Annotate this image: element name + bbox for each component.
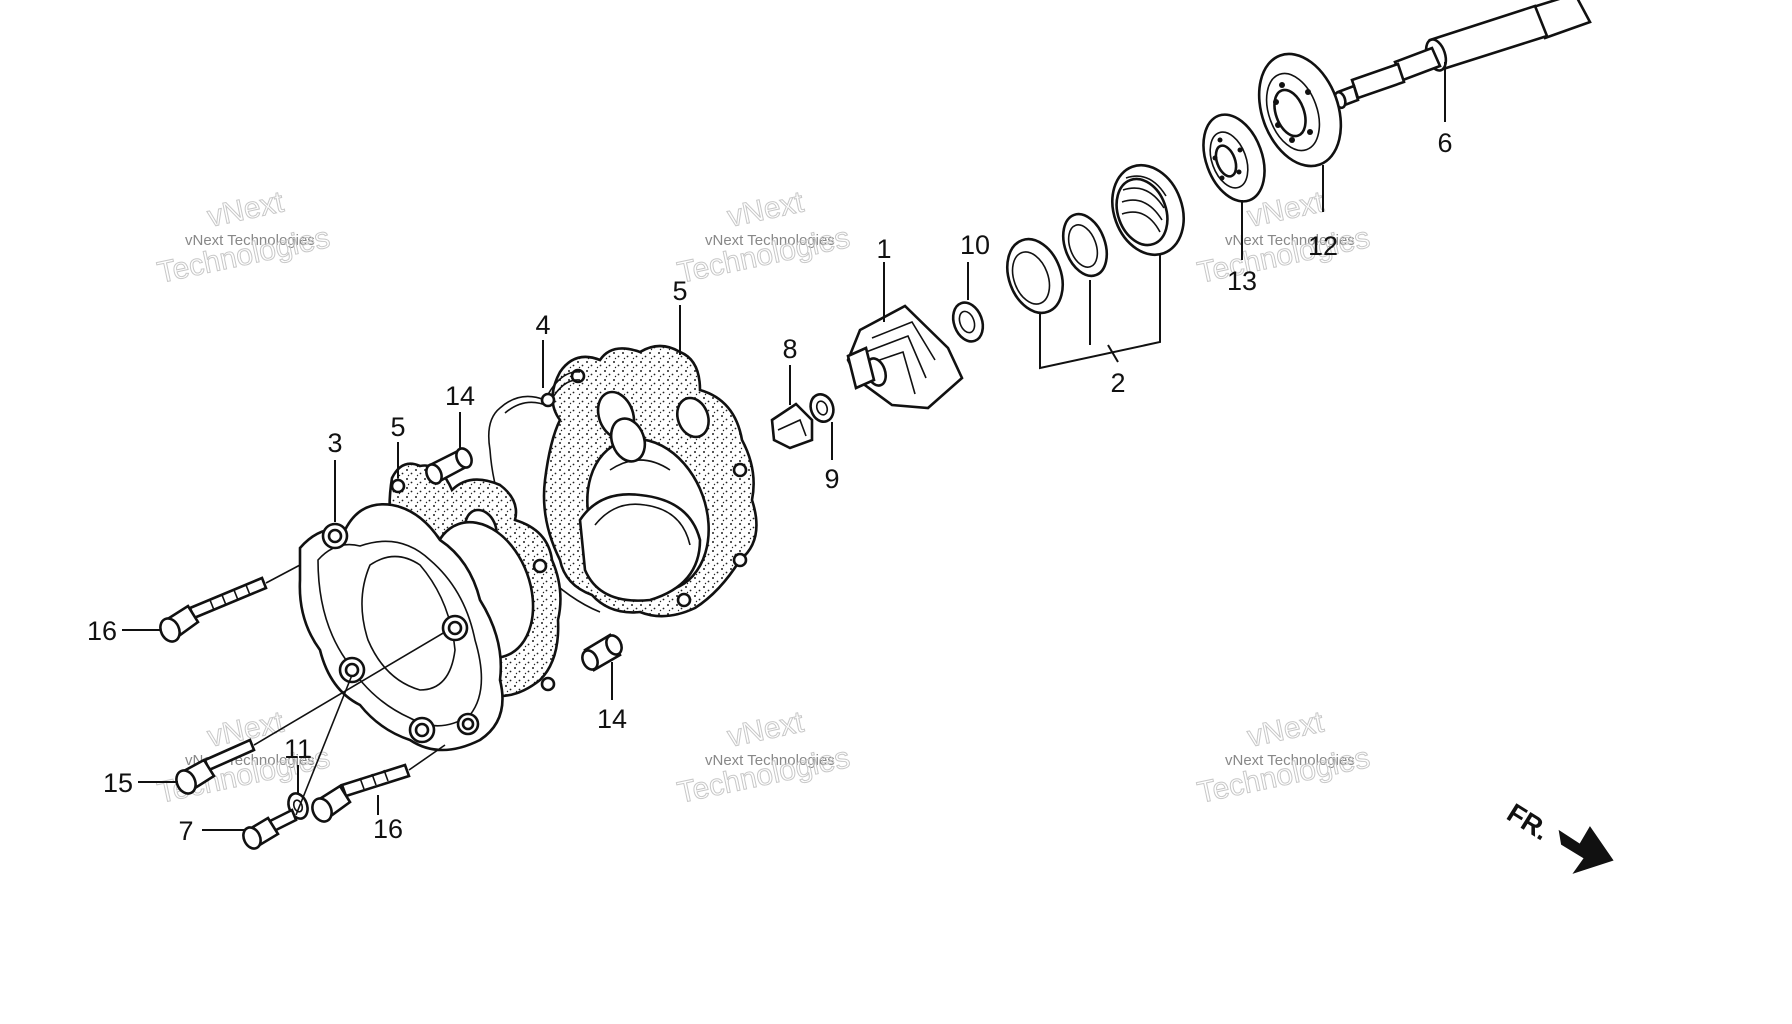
callout-5-lower: 5 (390, 412, 405, 442)
callout-1: 1 (876, 234, 891, 264)
watermark-3: vNext Technologies vNext Technologies (1194, 185, 1373, 290)
bolt-15-part (138, 631, 446, 795)
callout-15: 15 (103, 768, 133, 798)
impeller-part (846, 262, 964, 410)
mechanical-seal-set-part (1006, 163, 1185, 370)
callout-16-lower: 16 (373, 814, 403, 844)
svg-text:vNext Technologies: vNext Technologies (705, 232, 835, 249)
callout-14-lower: 14 (597, 704, 627, 734)
callout-12: 12 (1308, 231, 1338, 261)
callout-3: 3 (327, 428, 342, 458)
svg-text:vNext Technologies: vNext Technologies (1225, 752, 1355, 769)
dowel-pin-lower-part (581, 633, 623, 700)
svg-text:vNext: vNext (205, 185, 288, 233)
callout-labels: 1 2 3 4 5 5 6 7 8 9 10 11 12 13 14 14 15… (87, 128, 1453, 846)
svg-text:vNext Technologies: vNext Technologies (705, 752, 835, 769)
callout-6: 6 (1437, 128, 1452, 158)
callout-2: 2 (1110, 368, 1125, 398)
watermark-group: vNext Technologies vNext Technologies vN… (154, 185, 1373, 810)
washer-part (951, 262, 985, 343)
svg-text:vNext: vNext (725, 705, 808, 753)
svg-text:vNext Technologies: vNext Technologies (1225, 232, 1355, 249)
svg-text:vNext: vNext (1245, 705, 1328, 753)
callout-9: 9 (824, 464, 839, 494)
front-direction-arrow-icon (1558, 826, 1614, 874)
watermark-1: vNext Technologies vNext Technologies (154, 185, 333, 290)
callout-16-upper: 16 (87, 616, 117, 646)
callout-10: 10 (960, 230, 990, 260)
callout-8: 8 (782, 334, 797, 364)
small-bearing-part (1202, 113, 1266, 260)
large-bearing-part (1257, 52, 1343, 212)
watermark-5: vNext Technologies vNext Technologies (674, 705, 853, 810)
callout-11: 11 (284, 734, 312, 764)
long-bolt-lower-part (311, 744, 446, 823)
svg-text:FR.: FR. (1502, 798, 1555, 846)
cap-nut-part (770, 365, 814, 450)
svg-text:vNext Technologies: vNext Technologies (185, 232, 315, 249)
callout-14-upper: 14 (445, 381, 475, 411)
callout-4: 4 (535, 310, 550, 340)
bolt-7-part (202, 674, 353, 850)
front-direction-marker: FR. (1502, 798, 1614, 874)
watermark-6: vNext Technologies vNext Technologies (1194, 705, 1373, 810)
watermark-2: vNext Technologies vNext Technologies (674, 185, 853, 290)
small-washer-part (809, 393, 835, 460)
callout-7: 7 (178, 816, 193, 846)
svg-text:vNext: vNext (725, 185, 808, 233)
dowel-pin-upper-part (425, 412, 473, 485)
callout-13: 13 (1227, 266, 1257, 296)
callout-5-upper: 5 (672, 276, 687, 306)
seal-plate-part (487, 340, 702, 613)
shaft-part (1333, 0, 1592, 122)
long-bolt-upper-part (122, 564, 301, 643)
